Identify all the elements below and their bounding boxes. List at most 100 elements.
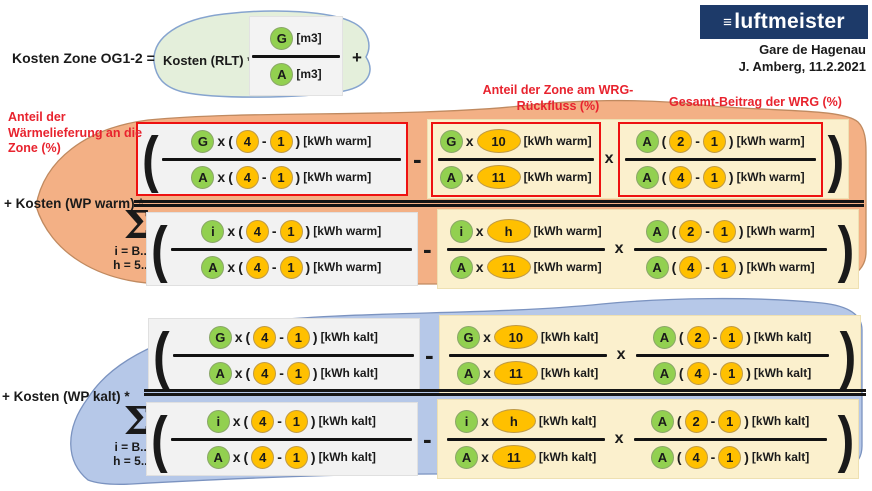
unit-label: [kWh warm] xyxy=(736,170,805,184)
operator: ) xyxy=(295,133,301,149)
page-title: Kosten Zone OG1-2 = xyxy=(12,50,155,66)
operator: ( xyxy=(243,413,249,429)
variable-chip: A xyxy=(455,445,479,469)
operator: ) xyxy=(305,223,311,239)
unit-label: [kWh kalt] xyxy=(320,366,378,380)
unit-label: [kWh kalt] xyxy=(540,366,599,380)
value-chip: 2 xyxy=(679,219,703,243)
operator: ( xyxy=(678,329,684,345)
fraction-bar xyxy=(633,247,827,251)
annotation-line: Wärmelieferung an die xyxy=(8,125,143,140)
operator: - xyxy=(277,413,282,429)
logo-wordmark: luftmeister xyxy=(734,10,845,33)
annotation-line: Gesamt-Beitrag der WRG (%) xyxy=(669,95,842,109)
variable-chip: A xyxy=(645,255,669,279)
operator: x xyxy=(227,259,236,275)
operator: ( xyxy=(676,449,682,465)
denominator: A[m3] xyxy=(250,58,342,91)
unit-label: [kWh kalt] xyxy=(318,414,376,428)
annotation-gesamt-beitrag: Gesamt-Beitrag der WRG (%) xyxy=(648,95,863,111)
numerator: A(2-1)[kWh warm] xyxy=(623,125,818,158)
unit-label: [kWh warm] xyxy=(313,224,382,238)
logo-wing-icon: ≡ xyxy=(723,13,733,31)
value-chip: h xyxy=(486,219,531,243)
open-paren: ( xyxy=(151,213,168,284)
annotation-line: Zone (%) xyxy=(8,141,61,156)
operator: ( xyxy=(661,133,667,149)
variable-chip: i xyxy=(201,219,225,243)
value-chip: 4 xyxy=(253,361,277,385)
operator: - xyxy=(271,259,277,275)
numerator: A(2-1)[kWh kalt] xyxy=(632,405,829,438)
value-chip: 1 xyxy=(269,165,293,189)
value-chip: 4 xyxy=(253,325,277,349)
annotation-line: Rückfluss (%) xyxy=(516,98,600,113)
value-chip: 2 xyxy=(684,409,708,433)
operator: ( xyxy=(661,169,667,185)
variable-chip: A xyxy=(449,255,473,279)
operator: ( xyxy=(228,169,233,185)
variable-chip: A xyxy=(635,165,659,189)
fraction-bar xyxy=(437,157,594,161)
value-chip: 4 xyxy=(669,165,693,189)
fraction-bar xyxy=(170,247,412,251)
operator: x xyxy=(217,169,226,185)
value-chip: 2 xyxy=(669,129,693,153)
value-chip: 1 xyxy=(702,165,726,189)
operator: ) xyxy=(744,449,749,465)
operator: - xyxy=(710,413,716,429)
operator: ( xyxy=(245,329,251,345)
fraction-bar xyxy=(170,437,412,441)
operator: ) xyxy=(746,365,751,381)
value-chip: 1 xyxy=(284,445,308,469)
value-chip: 11 xyxy=(486,255,531,279)
denominator: A(4-1)[kWh warm] xyxy=(623,161,818,194)
close-paren: ) xyxy=(837,403,855,474)
value-chip: 4 xyxy=(245,219,269,243)
value-chip: 1 xyxy=(279,219,303,243)
kosten-wp-warm-label: + Kosten (WP warm) * xyxy=(4,196,144,211)
variable-chip: A xyxy=(201,255,225,279)
value-chip: 1 xyxy=(279,255,303,279)
close-paren: ) xyxy=(839,319,857,390)
operator: ) xyxy=(728,133,734,149)
sigma-icon: Σ xyxy=(123,202,151,247)
numerator: A(2-1)[kWh kalt] xyxy=(634,321,831,354)
fraction-bar xyxy=(446,247,605,251)
unit-label: [kWh warm] xyxy=(746,260,815,274)
operator: x xyxy=(234,329,243,345)
value-chip: 1 xyxy=(720,361,744,385)
close-paren: ) xyxy=(827,123,845,194)
variable-chip: A xyxy=(652,361,676,385)
minus-operator: - xyxy=(423,234,432,264)
close-paren: ) xyxy=(837,213,855,284)
variable-chip: G xyxy=(457,325,481,349)
value-chip: 10 xyxy=(493,325,538,349)
operator: x xyxy=(234,365,243,381)
rlt-volume-fraction: G[m3]A[m3] xyxy=(249,16,343,96)
fraction-box: A(2-1)[kWh warm]A(4-1)[kWh warm] xyxy=(628,213,833,286)
annotation-waermelieferung: Anteil der Wärmelieferung an die Zone (%… xyxy=(8,110,142,157)
operator: ( xyxy=(671,259,677,275)
operator: - xyxy=(695,133,700,149)
annotation-wrg-rueckfluss: Anteil der Zone am WRG- Rückfluss (%) xyxy=(452,83,664,114)
minus-operator: - xyxy=(423,424,432,454)
numerator: A(2-1)[kWh warm] xyxy=(632,215,829,248)
operator: ( xyxy=(238,223,243,239)
value-chip: 1 xyxy=(720,325,744,349)
value-chip: 10 xyxy=(476,129,521,153)
operator: ) xyxy=(312,365,318,381)
value-chip: 4 xyxy=(235,165,259,189)
value-chip: 1 xyxy=(269,129,293,153)
variable-chip: A xyxy=(650,409,674,433)
fraction: A(2-1)[kWh warm]A(4-1)[kWh warm] xyxy=(623,125,818,194)
warm-main-fraction-bar xyxy=(134,200,864,207)
